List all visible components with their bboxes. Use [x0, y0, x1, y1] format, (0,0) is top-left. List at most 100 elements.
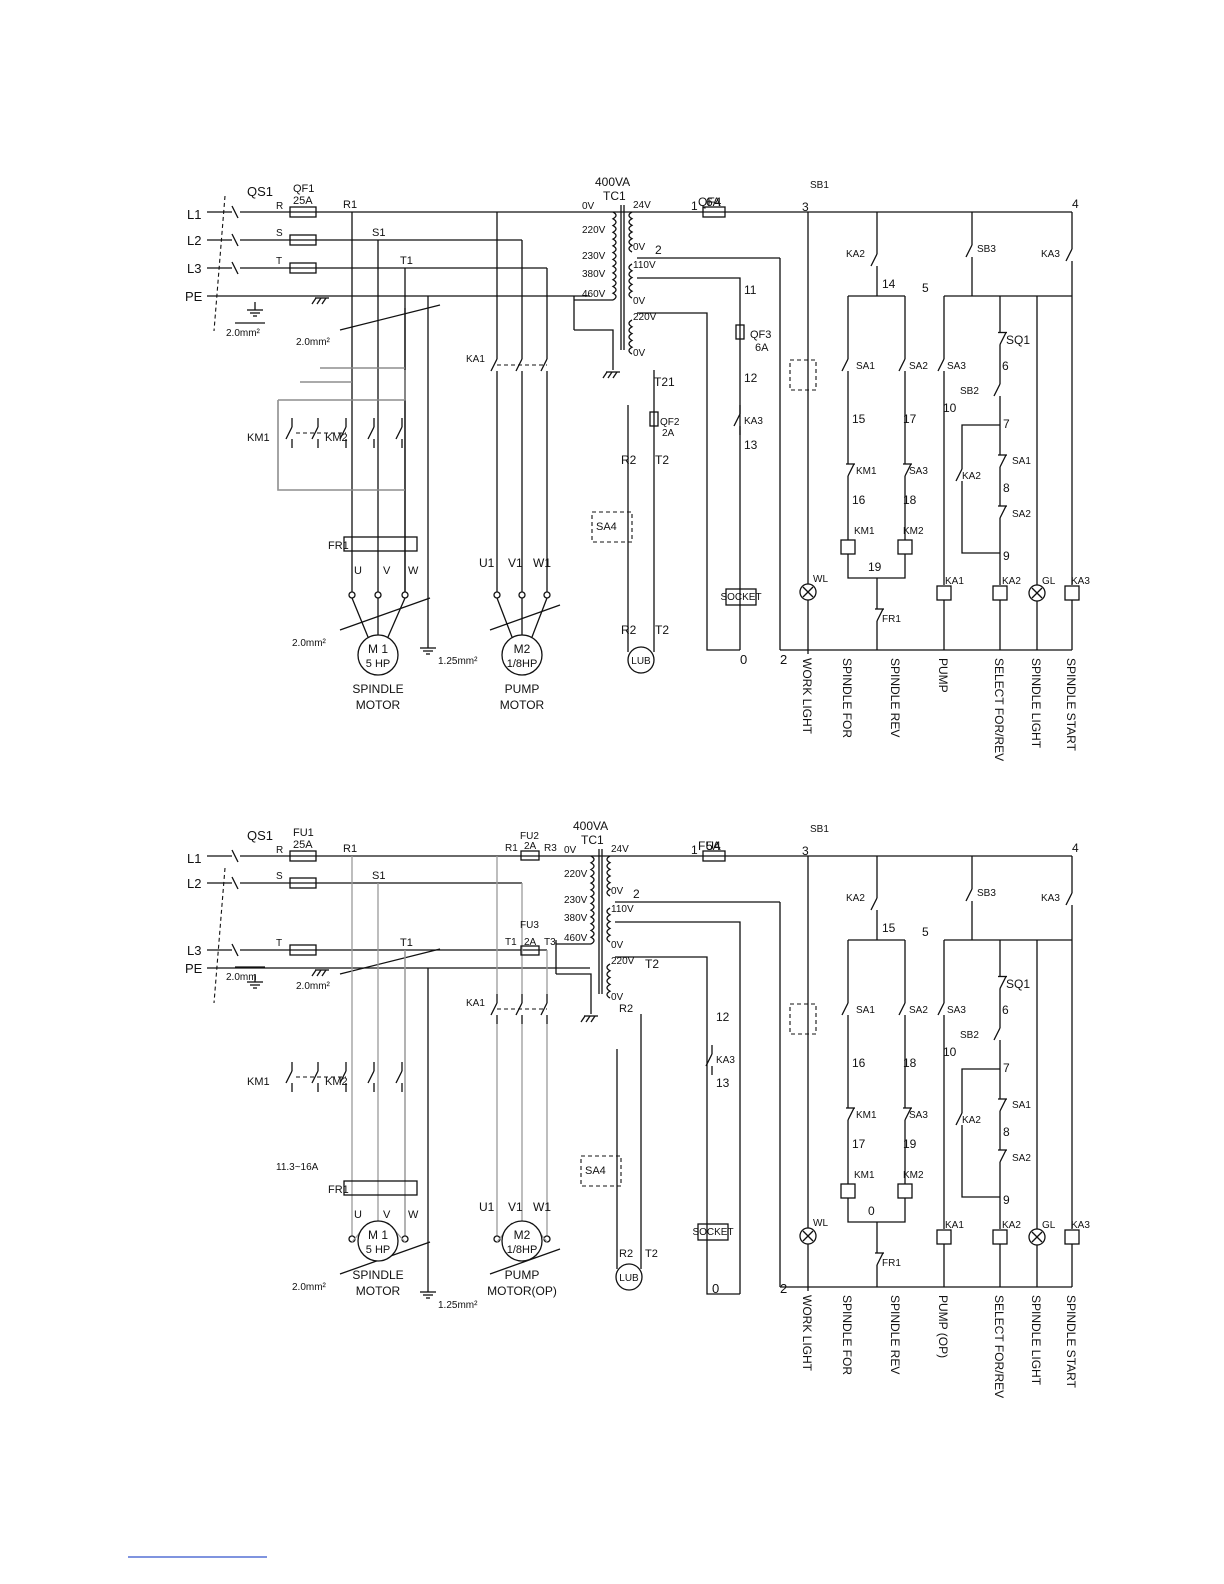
nc-contact [876, 608, 884, 622]
switch-contact [231, 943, 239, 957]
chassis-ground-icon [590, 1015, 596, 1023]
no-contact [339, 1070, 347, 1084]
label: V1 [508, 556, 523, 570]
no-contact [733, 413, 741, 427]
function-label: PUMP [936, 658, 950, 693]
km1-label: KM1 [247, 432, 270, 444]
lamp-cross [802, 1230, 814, 1242]
switch-contact [231, 205, 239, 219]
chassis-ground-icon [580, 1015, 586, 1023]
function-label: SELECT FOR/REV [992, 1295, 1006, 1398]
transformer-winding [611, 211, 617, 301]
no-contact [841, 358, 849, 372]
lub-pump-icon [627, 646, 655, 674]
wire-number: 0 [712, 1281, 719, 1296]
label: R1 [343, 199, 357, 211]
ka1-coil [936, 585, 952, 601]
ka1-coil [936, 1229, 952, 1245]
terminal [401, 591, 409, 599]
label: V1 [508, 1200, 523, 1214]
work-light-switch-box [789, 359, 817, 391]
socket-label: SOCKET [692, 1227, 733, 1238]
function-label: SPINDLE FOR [840, 1295, 854, 1375]
label: V [383, 1209, 391, 1221]
wire-number: 1 [691, 843, 698, 857]
gl-label: GL [1042, 576, 1056, 587]
motor-label: SPINDLE [352, 1268, 403, 1282]
function-label: SPINDLE LIGHT [1029, 1295, 1043, 1386]
label: T3 [544, 937, 556, 948]
chassis-ground-icon [585, 1015, 591, 1023]
no-contact [965, 888, 973, 902]
label: 5 HP [366, 1244, 390, 1256]
sa1-label: SA1 [856, 1005, 875, 1016]
label: R [276, 845, 283, 856]
label: T2 [645, 1248, 658, 1260]
line-label: L1 [187, 207, 201, 222]
no-contact [285, 426, 293, 440]
km2-coil-label: KM2 [903, 1170, 924, 1181]
no-contact [705, 1053, 713, 1067]
line-label: L1 [187, 851, 201, 866]
tap-label: 0V [564, 845, 577, 856]
no-contact [937, 1002, 945, 1016]
switch-contact [231, 849, 239, 863]
breaker-label: FU1 [293, 827, 314, 839]
label: W [408, 565, 419, 577]
label: 1/8HP [507, 658, 538, 670]
wire-number: 10 [943, 1045, 957, 1059]
sb3-label: SB3 [977, 888, 996, 899]
motor-label: SPINDLE [352, 682, 403, 696]
wire-number: 19 [868, 560, 882, 574]
breaker-rating: 6A [706, 195, 721, 209]
wire [961, 1068, 1000, 1104]
no-contact [898, 1002, 906, 1016]
main-switch-label: QS1 [247, 184, 273, 199]
wire-number: 13 [744, 438, 758, 452]
fuse-rating: 2A [524, 937, 537, 948]
nc-contact [999, 1098, 1007, 1112]
ka3-coil-label: KA3 [1071, 1220, 1090, 1231]
socket-icon [697, 1223, 729, 1241]
tap-label: 220V [564, 869, 588, 880]
wire-number: 2 [655, 243, 662, 257]
no-contact [311, 1070, 319, 1084]
no-contact [1065, 248, 1073, 262]
overload-label: FR1 [328, 1184, 349, 1196]
motor-label: MOTOR(OP) [487, 1284, 557, 1298]
fuse-label: FU2 [520, 831, 539, 842]
tap-label: 0V [633, 296, 646, 307]
spindle-motor-icon [357, 634, 399, 676]
breaker-rating: 5A [706, 839, 721, 853]
wire-number: 1 [691, 199, 698, 213]
fuse-rating: 2A [524, 841, 537, 852]
overload-relay [343, 1180, 418, 1196]
transformer-rating: 400VA [573, 819, 608, 833]
tap-label: 0V [582, 201, 595, 212]
label: 1/8HP [507, 1244, 538, 1256]
no-contact [395, 426, 403, 440]
nc-contact [904, 463, 912, 477]
wire [961, 1134, 1000, 1198]
ka3-label: KA3 [1041, 249, 1060, 260]
wire-number: 2 [780, 1281, 787, 1296]
overload-label: FR1 [328, 540, 349, 552]
terminal [493, 591, 501, 599]
breaker-rating: 25A [293, 195, 313, 207]
wire [556, 973, 592, 1014]
function-label: WORK LIGHT [800, 658, 814, 735]
nc-contact [904, 1107, 912, 1121]
ka3-coil [1064, 1229, 1080, 1245]
transformer-label: TC1 [603, 189, 626, 203]
wire-number: 8 [1003, 1125, 1010, 1139]
wire-number: 5 [922, 281, 929, 295]
transformer-rating: 400VA [595, 175, 630, 189]
label: S [276, 871, 283, 882]
sa2-label: SA2 [1012, 1153, 1031, 1164]
wire-size: 1.25mm² [438, 656, 478, 667]
lamp-cross [1031, 1231, 1043, 1243]
chassis-ground-icon [311, 969, 317, 977]
label: T [276, 938, 282, 949]
tap-label: 230V [564, 895, 588, 906]
function-label: SPINDLE REV [888, 1295, 902, 1374]
